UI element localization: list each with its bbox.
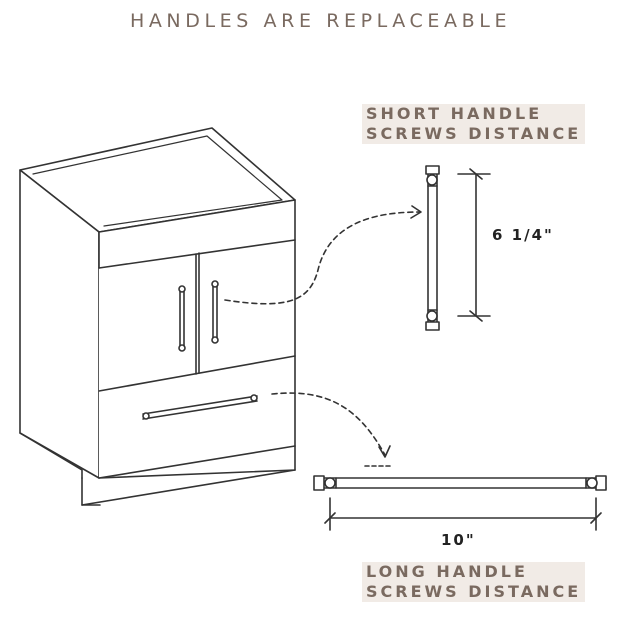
short-handle-dimension-line [457,168,491,322]
short-handle-arrowhead [410,205,422,219]
vanity-cabinet [19,127,296,506]
door-handle-left [178,285,186,352]
short-handle-label-line2: SCREWS DISTANCE [366,124,582,143]
page-title: HANDLES ARE REPLACEABLE [129,10,512,32]
short-handle-drawing [425,165,440,331]
long-handle-label-line2: SCREWS DISTANCE [366,582,582,601]
short-handle-dimension: 6 1/4" [492,226,554,244]
long-handle-dimension: 10" [441,531,476,549]
long-handle-dimension-line [324,497,602,531]
short-handle-label: SHORT HANDLE SCREWS DISTANCE [362,104,586,144]
long-handle-arrowhead [378,445,391,458]
short-handle-callout-arrow [224,211,421,305]
long-handle-label: LONG HANDLE SCREWS DISTANCE [362,562,586,602]
drawer-handle [142,394,258,420]
long-handle-callout-arrow [271,392,386,456]
door-handle-right [211,280,219,344]
long-handle-label-line1: LONG HANDLE [366,562,528,581]
short-handle-label-line1: SHORT HANDLE [366,104,543,123]
long-handle-drawing [313,475,607,491]
